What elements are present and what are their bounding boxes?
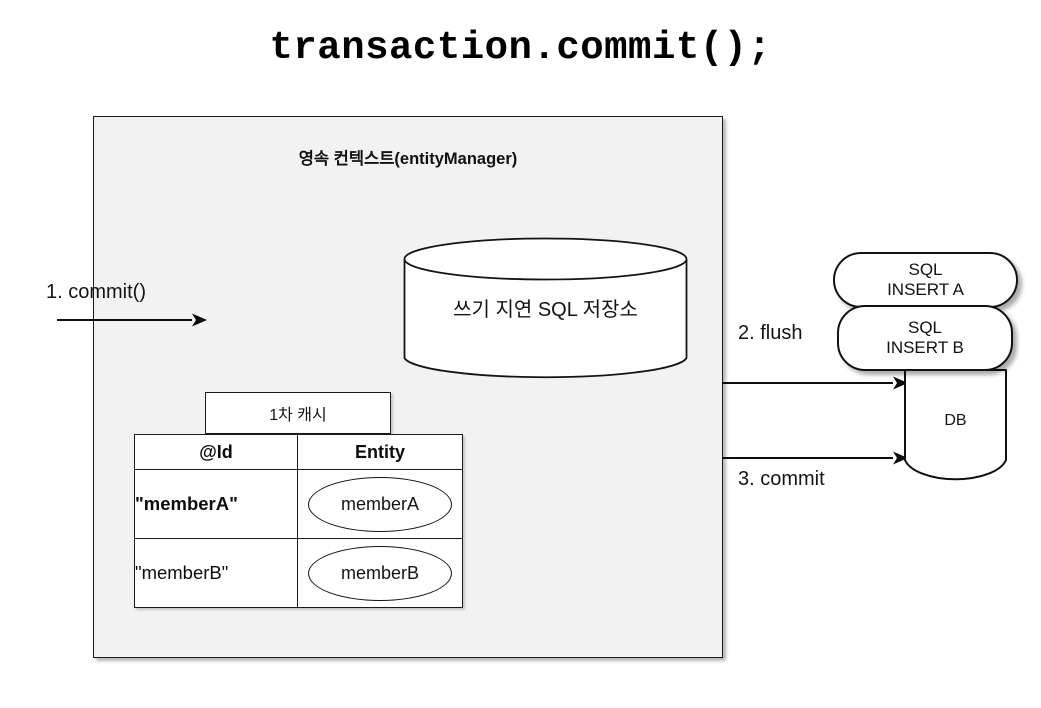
database-cylinder-icon [903,368,1008,486]
database-label: DB [944,412,967,429]
table-row: "memberB" memberB [134,538,463,608]
column-header-id: @Id [134,434,298,470]
cache-row-id: "memberB" [134,538,298,608]
cache-row-entity-cell: memberB [297,538,463,608]
sql-insert-a-line1: SQL [908,259,943,279]
sql-insert-b-line2: INSERT B [886,338,964,357]
table-row: "memberA" memberA [134,469,463,539]
flush-arrow-label: 2. flush [738,322,803,344]
entity-ellipse: memberA [308,476,452,532]
cache-row-entity-cell: memberA [297,469,463,539]
cache-row-id: "memberA" [134,469,298,539]
sql-insert-a-line2: INSERT A [887,280,964,299]
write-behind-sql-store-cylinder-icon [403,237,688,380]
first-level-cache-table: @Id Entity "memberA" memberA "memberB" m… [134,434,463,608]
table-header-row: @Id Entity [134,434,463,470]
commit-arrow-label: 1. commit() [46,281,146,303]
entity-ellipse: memberB [308,545,452,601]
commit-arrow [57,312,207,328]
db-commit-arrow-label: 3. commit [738,468,825,490]
sql-insert-b-line1: SQL [907,317,943,337]
flush-arrow [722,375,908,391]
sql-insert-b-box: SQL INSERT B [837,305,1013,371]
persistence-context-title: 영속 컨텍스트(entityManager) [298,150,518,168]
db-commit-arrow [722,450,908,466]
page-title: transaction.commit(); [269,26,772,70]
column-header-entity: Entity [297,434,463,470]
write-behind-sql-store-label: 쓰기 지연 SQL 저장소 [453,299,638,321]
sql-insert-a-box: SQL INSERT A [833,252,1018,308]
first-level-cache-tab: 1차 캐시 [205,392,391,434]
